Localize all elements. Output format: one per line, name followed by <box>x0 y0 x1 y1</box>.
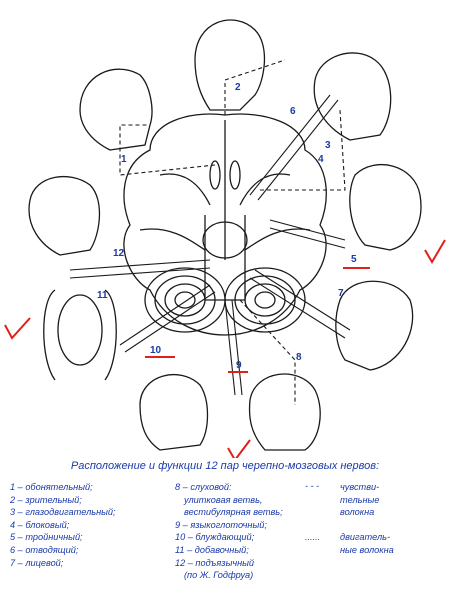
label-5: 5 <box>351 254 357 265</box>
legend-item: 6 – отводящий; <box>10 544 116 557</box>
head-upper-right <box>314 53 390 140</box>
label-7: 7 <box>338 288 344 299</box>
label-10: 10 <box>150 345 162 356</box>
legend-item: ные волокна <box>340 544 394 557</box>
legend-item: 9 – языкоглоточный; <box>175 519 283 532</box>
cranial-nerves-diagram: 1 2 3 4 5 6 7 8 9 10 11 12 <box>0 0 450 458</box>
label-3: 3 <box>325 140 331 151</box>
head-lower-right <box>336 281 413 370</box>
nerve-line-12 <box>70 260 210 278</box>
nerve-line-5 <box>270 220 345 248</box>
head-bottom-right <box>250 374 321 450</box>
nerve-line-2 <box>225 60 285 115</box>
torso-left <box>44 290 117 380</box>
label-4: 4 <box>318 154 324 165</box>
label-8: 8 <box>296 352 302 363</box>
nerve-line-10 <box>120 285 215 352</box>
head-left <box>29 177 99 255</box>
legend-item: двигатель- <box>340 531 394 544</box>
head-bottom-left <box>140 375 208 450</box>
check-mark-right <box>425 240 445 262</box>
nerve-line-1 <box>120 125 215 175</box>
label-12: 12 <box>113 248 125 259</box>
check-mark-bottom <box>228 440 250 458</box>
legend-item: 1 – обонятельный; <box>10 481 116 494</box>
nerve-line-3 <box>260 110 345 190</box>
legend-item: 2 – зрительный; <box>10 494 116 507</box>
legend-column-3: чувстви- тельные волокна двигатель- ные … <box>340 481 394 557</box>
legend-item: волокна <box>340 506 394 519</box>
legend-item: 5 – тройничный; <box>10 531 116 544</box>
sensory-fibers-marker: - - - <box>305 481 319 491</box>
nerve-line-9 <box>225 300 242 395</box>
legend-item: 11 – добавочный; <box>175 544 283 557</box>
legend-column-2: 8 – слуховой: улитковая ветвь, вестибуля… <box>175 481 283 582</box>
label-2: 2 <box>235 82 241 93</box>
legend-item: 3 – глазодвигательный; <box>10 506 116 519</box>
label-11: 11 <box>97 290 108 301</box>
legend-item: улитковая ветвь, <box>175 494 283 507</box>
motor-fibers-marker: ...... <box>305 532 320 542</box>
head-upper-left <box>80 69 152 150</box>
legend-item: вестибулярная ветвь; <box>175 506 283 519</box>
legend-item: 12 – подъязычный <box>175 557 283 570</box>
label-1: 1 <box>121 154 127 165</box>
legend-item: тельные <box>340 494 394 507</box>
legend-column-1: 1 – обонятельный; 2 – зрительный; 3 – гл… <box>10 481 116 569</box>
head-right <box>350 165 421 250</box>
check-mark-left <box>5 318 30 338</box>
head-top <box>195 20 264 110</box>
legend-item: 10 – блуждающий; <box>175 531 283 544</box>
legend-item: (по Ж. Годфруа) <box>175 569 283 582</box>
label-9: 9 <box>236 360 242 371</box>
label-6: 6 <box>290 106 296 117</box>
legend-item: 7 – лицевой; <box>10 557 116 570</box>
legend-item: 8 – слуховой: <box>175 481 283 494</box>
legend-item: чувстви- <box>340 481 394 494</box>
figure-caption: Расположение и функции 12 пар черепно-мо… <box>0 460 450 472</box>
legend-item: 4 – блоковый; <box>10 519 116 532</box>
legend-spacer <box>340 519 394 532</box>
